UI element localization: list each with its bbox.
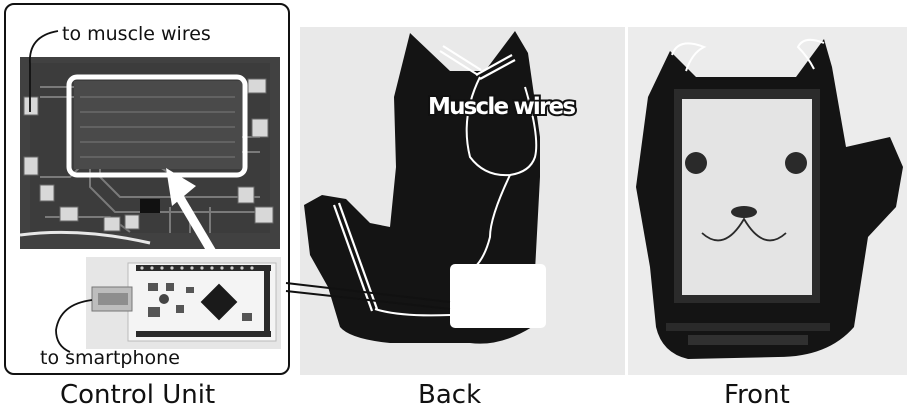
label-to-smartphone: to smartphone [40,347,180,369]
control-box [450,264,546,328]
label-to-muscle-wires: to muscle wires [62,23,211,45]
label-muscle-wires: Muscle wires [428,94,574,120]
caption-front: Front [724,380,790,410]
nose [731,206,757,218]
caption-back: Back [418,380,481,410]
control-unit-panel: to muscle wires [4,3,290,375]
front-photo [628,27,907,375]
left-eye [685,152,707,174]
smartphone-screen [682,99,812,295]
back-photo [300,27,625,375]
microcontroller-photo [86,257,281,349]
right-eye [785,152,807,174]
caption-control-unit: Control Unit [60,380,215,410]
pcb-photo [20,57,280,249]
